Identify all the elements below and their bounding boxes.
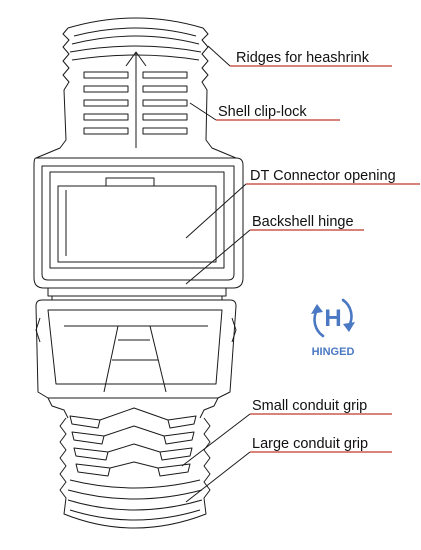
leader-large-grip <box>185 451 251 503</box>
callout-underlines <box>216 65 420 453</box>
lower-body <box>35 299 237 399</box>
leader-small-grip <box>181 413 251 467</box>
hinge-band <box>47 288 227 301</box>
clip-lock-slots <box>83 51 188 148</box>
callout-label-small-grip: Small conduit grip <box>252 398 367 414</box>
callout-label-ridges: Ridges for heashrink <box>236 50 370 66</box>
leader-dt-opening <box>185 183 247 239</box>
callout-label-dt-opening: DT Connector opening <box>250 168 396 184</box>
leader-hinge <box>185 229 251 285</box>
callout-label-hinge: Backshell hinge <box>252 214 354 230</box>
top-neck <box>35 17 237 159</box>
bottom-collar <box>59 417 211 529</box>
hinge-rotate-icon <box>311 298 355 338</box>
hinged-badge: H HINGED <box>311 298 355 358</box>
badge-letter: H <box>324 305 341 332</box>
backshell-drawing <box>33 17 244 529</box>
leader-lines <box>181 45 251 503</box>
badge-caption: HINGED <box>312 346 355 358</box>
conduit-grips <box>47 397 219 477</box>
callout-label-large-grip: Large conduit grip <box>252 436 368 452</box>
leader-ridges <box>207 45 231 67</box>
callout-labels: Ridges for heashrink Shell clip-lock DT … <box>218 50 396 452</box>
leader-clip-lock <box>189 102 217 121</box>
callout-label-clip-lock: Shell clip-lock <box>218 104 307 120</box>
connector-housing <box>33 157 244 289</box>
